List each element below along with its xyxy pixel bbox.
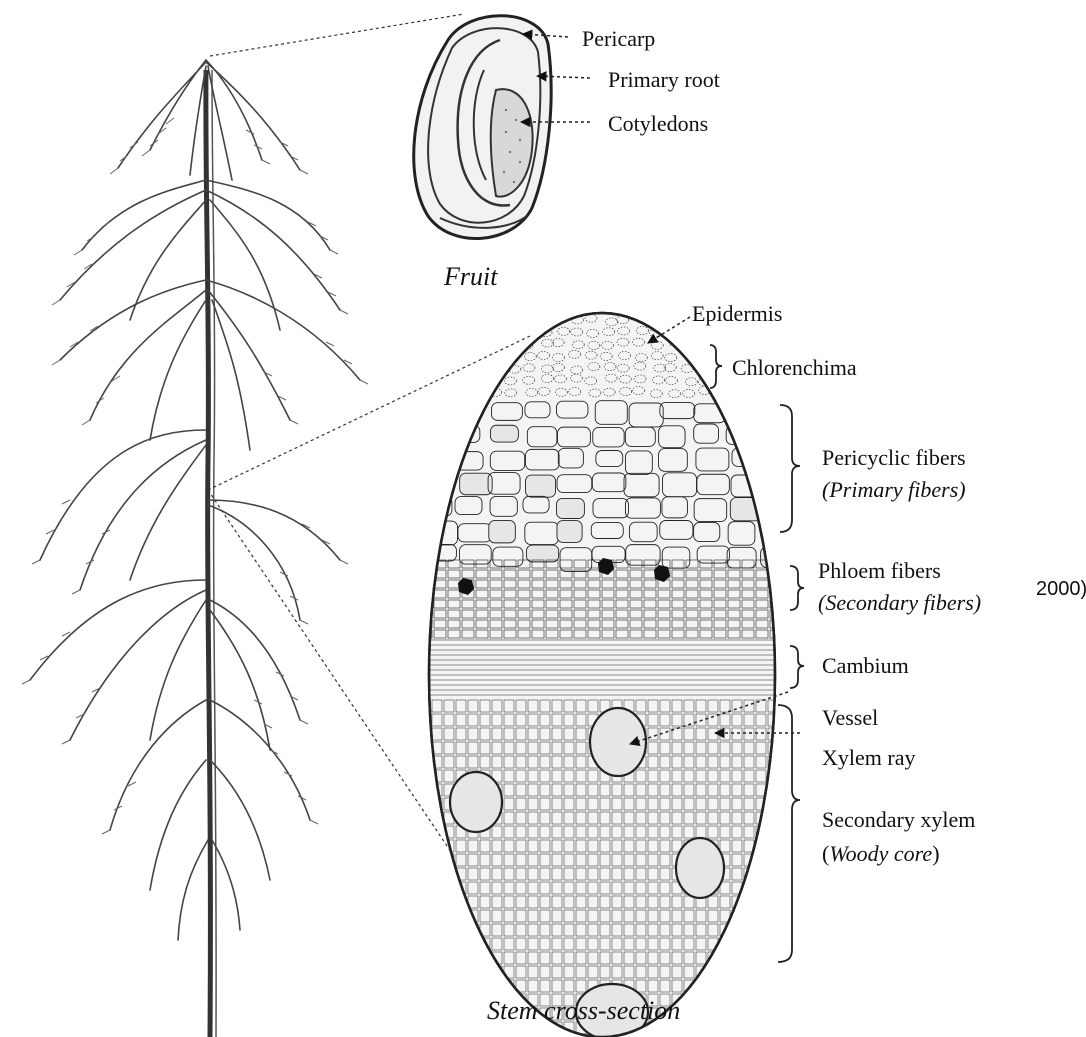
plant-leaf-clusters	[30, 60, 360, 940]
label-cotyledons: Cotyledons	[608, 110, 708, 138]
fruit-caption: Fruit	[444, 262, 497, 292]
label-phloem-fibers: Phloem fibers	[818, 557, 941, 585]
label-secondary-xylem: Secondary xylem	[822, 806, 975, 834]
hemp-plant-illustration	[22, 60, 368, 1037]
woody-core-word: Woody core	[829, 841, 932, 866]
plant-stem	[206, 70, 211, 1037]
stem-caption: Stem cross-section	[487, 996, 680, 1026]
label-xylem-ray: Xylem ray	[822, 744, 915, 772]
stem-cross-section-illustration	[420, 313, 799, 1037]
label-vessel: Vessel	[822, 704, 878, 732]
woody-core-close-paren: )	[932, 841, 939, 866]
label-epidermis: Epidermis	[692, 300, 782, 328]
label-pericyclic-fibers: Pericyclic fibers	[822, 444, 966, 472]
stray-text-2000: 2000)	[1036, 578, 1086, 601]
label-pericarp: Pericarp	[582, 25, 655, 53]
label-cambium: Cambium	[822, 652, 909, 680]
label-chlorenchima: Chlorenchima	[732, 354, 857, 382]
label-woody-core: (Woody core)	[822, 840, 940, 868]
label-primary-fibers: (Primary fibers)	[822, 476, 966, 504]
fruit-seed-illustration	[414, 16, 551, 239]
label-primary-root: Primary root	[608, 66, 720, 94]
label-secondary-fibers: (Secondary fibers)	[818, 589, 981, 617]
